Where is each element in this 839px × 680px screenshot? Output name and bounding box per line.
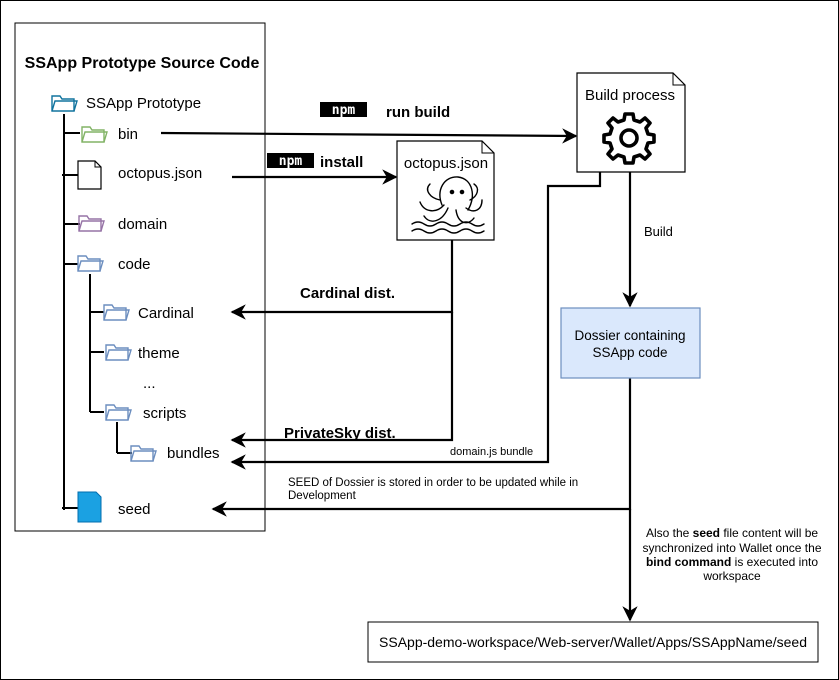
workspace-path-label: SSApp-demo-workspace/Web-server/Wallet/A… <box>379 634 807 650</box>
wallet-note-line2: synchronized into Wallet once the <box>643 541 822 555</box>
wallet-note-seed: seed <box>693 526 720 540</box>
ellipsis-label: ... <box>143 375 156 392</box>
domain-bundle-label: domain.js bundle <box>450 446 533 458</box>
svg-text:bind command is executed into: bind command is executed into <box>646 555 818 569</box>
seed-note-line1: SEED of Dossier is stored in order to be… <box>288 477 578 489</box>
privatesky-dist-arrow <box>230 312 454 448</box>
bundles-label: bundles <box>167 445 220 462</box>
source-panel-title: SSApp Prototype Source Code <box>25 55 260 72</box>
domain-bundle-arrow <box>230 172 602 470</box>
code-label: code <box>118 256 151 273</box>
npm-logo-icon: npm <box>320 102 367 118</box>
octopus-node-title: octopus.json <box>404 155 488 172</box>
wallet-sync-note: Also the seed file content will be synch… <box>643 526 822 583</box>
seed-note-line2: Development <box>288 490 357 502</box>
dossier-line2: SSApp code <box>592 345 667 360</box>
dossier-node: Dossier containing SSApp code <box>560 307 701 379</box>
wallet-note-text: file content will be <box>720 526 818 540</box>
seed-arrow <box>211 378 632 517</box>
wallet-note-text: Also the <box>646 526 693 540</box>
theme-label: theme <box>138 345 180 362</box>
svg-text:npm: npm <box>279 154 303 169</box>
dossier-line1: Dossier containing <box>574 328 685 343</box>
cardinal-label: Cardinal <box>138 305 194 322</box>
octopus-icon <box>411 176 485 234</box>
install-label: install <box>320 154 363 171</box>
wallet-note-bind-command: bind command <box>646 555 731 569</box>
bin-label: bin <box>118 126 138 143</box>
seed-label: seed <box>118 501 151 518</box>
octopus-json-node: octopus.json <box>396 140 495 241</box>
scripts-label: scripts <box>143 405 186 422</box>
gear-icon <box>602 112 656 165</box>
tree-lines <box>62 114 132 510</box>
run-build-arrow <box>160 128 578 144</box>
wallet-note-text: is executed into <box>731 555 818 569</box>
octopus-json-label: octopus.json <box>118 165 202 182</box>
workspace-path-node: SSApp-demo-workspace/Web-server/Wallet/A… <box>367 621 819 663</box>
seed-file-icon <box>77 491 102 523</box>
build-process-node: Build process <box>576 72 686 173</box>
domain-label: domain <box>118 216 167 233</box>
cardinal-dist-label: Cardinal dist. <box>300 285 395 302</box>
octopus-file-icon <box>77 160 102 190</box>
build-process-title: Build process <box>585 87 675 104</box>
root-folder-label: SSApp Prototype <box>86 95 201 112</box>
wallet-note-line4: workspace <box>702 569 761 583</box>
svg-text:npm: npm <box>332 103 356 118</box>
build-label: Build <box>644 224 673 239</box>
svg-text:Also the seed file content wil: Also the seed file content will be <box>646 526 818 540</box>
privatesky-dist-label: PrivateSky dist. <box>284 425 396 442</box>
npm-logo-icon: npm <box>267 153 314 169</box>
run-build-label: run build <box>386 104 450 121</box>
